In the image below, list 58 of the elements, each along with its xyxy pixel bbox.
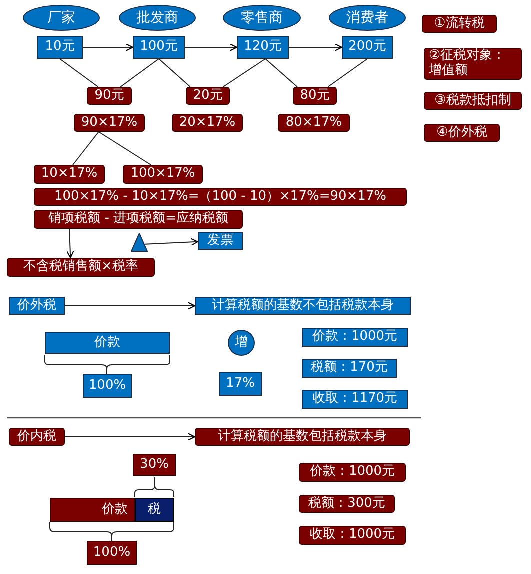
formula-box: 不含税销售额×税率 [7, 258, 155, 277]
arrow [82, 43, 134, 52]
connector-line [60, 58, 99, 88]
amount-box: 收取：1170元 [302, 390, 408, 409]
price-box: 100元 [133, 36, 185, 59]
arrow [64, 432, 196, 442]
connector-line [158, 58, 191, 88]
note-box: ①流转税 [422, 15, 497, 33]
price-bar: 价款 [50, 498, 135, 522]
amount-box: 价款：1000元 [302, 328, 408, 347]
note-box: ④价外税 [424, 124, 500, 142]
amount-box: 税额：170元 [302, 359, 397, 378]
price-bar: 价款 [45, 332, 170, 354]
amount-box: 收取：1000元 [299, 526, 406, 545]
arrow [66, 228, 74, 259]
actor-ellipse: 消费者 [329, 5, 406, 31]
arrow [184, 43, 238, 52]
arrow [64, 302, 196, 310]
tax-type-box: 价外税 [9, 297, 65, 315]
tax-box: 20×17% [172, 114, 243, 132]
definition-box: 计算税额的基数不包括税款本身 [195, 297, 411, 315]
formula-box: 100×17% - 10×17%=（100 - 10）×17%=90×17% [34, 188, 407, 206]
value-added-box: 80元 [293, 87, 337, 105]
connector-line [98, 132, 152, 166]
percent-box: 100% [87, 541, 137, 565]
triangle-marker [131, 233, 148, 252]
formula-box: 销项税额 - 进项税额=应纳税额 [34, 210, 243, 229]
invoice-box: 发票 [198, 232, 243, 250]
connector-line [72, 132, 100, 166]
percent-box: 30% [133, 454, 176, 476]
arrow [144, 238, 199, 246]
circle-node: 增 [228, 330, 255, 356]
tax-bar: 税 [135, 498, 174, 522]
tax-box: 100×17% [123, 165, 203, 184]
definition-box: 计算税额的基数包括税款本身 [195, 428, 410, 446]
value-added-box: 90元 [87, 87, 132, 105]
tax-box: 10×17% [34, 165, 105, 184]
connector-line [265, 58, 298, 88]
price-box: 10元 [37, 36, 83, 59]
actor-ellipse: 零售商 [223, 5, 301, 31]
actor-ellipse: 厂家 [23, 5, 100, 31]
note-box: ③税款抵扣制 [424, 92, 522, 110]
percent-box: 17% [219, 372, 262, 396]
amount-box: 税额：300元 [299, 495, 395, 513]
note-box: ②征税对象：增值额 [424, 48, 522, 80]
arrow [288, 43, 343, 52]
price-box: 120元 [237, 36, 289, 59]
actor-ellipse: 批发商 [119, 5, 196, 31]
connector-line [120, 58, 160, 88]
percent-box: 100% [83, 374, 132, 398]
connector-line [328, 58, 368, 88]
price-box: 200元 [342, 36, 393, 59]
tax-type-box: 价内税 [9, 428, 65, 446]
amount-box: 价款：1000元 [299, 463, 406, 482]
tax-box: 80×17% [278, 114, 350, 132]
tax-box: 90×17% [74, 114, 145, 132]
value-added-box: 20元 [186, 87, 230, 105]
connector-line [222, 58, 266, 88]
